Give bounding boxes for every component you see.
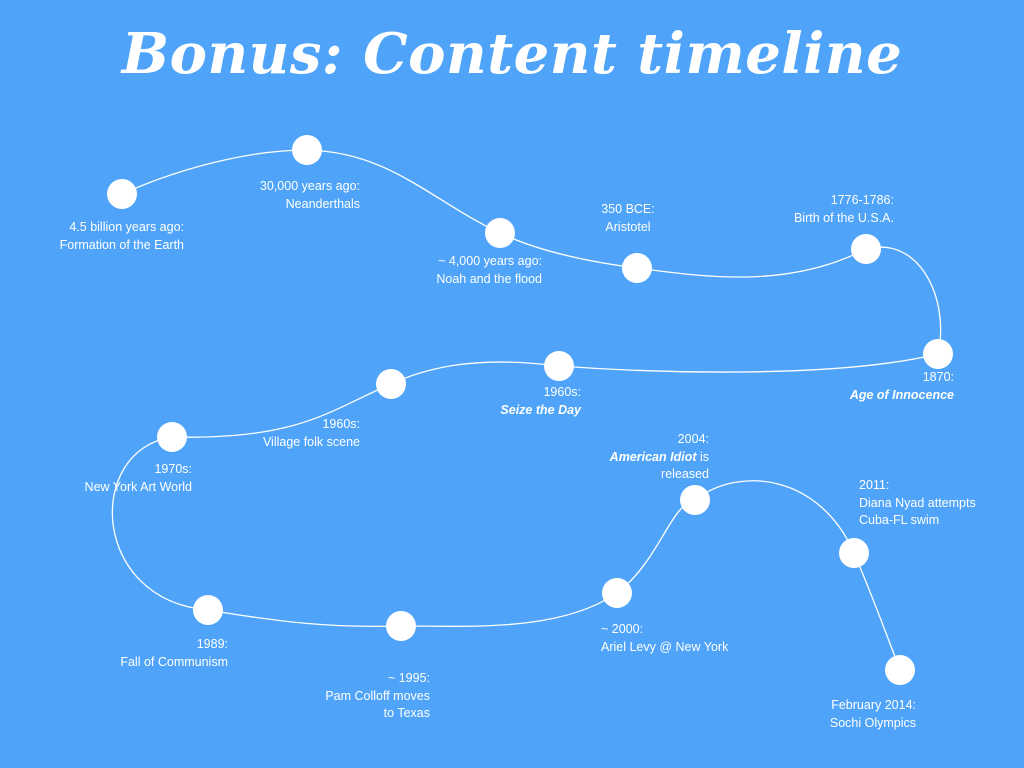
event-dot-art-world [157, 422, 187, 452]
event-dot-neanderthals [292, 135, 322, 165]
event-label-art-world: 1970s: New York Art World [84, 462, 192, 494]
event-dot-aristotel [622, 253, 652, 283]
event-label-noah: ~ 4,000 years ago: Noah and the flood [436, 254, 542, 286]
event-label-ariel-levy: ~ 2000: Ariel Levy @ New York [601, 622, 729, 654]
event-dot-ariel-levy [602, 578, 632, 608]
event-dot-folk-scene [376, 369, 406, 399]
event-dot-sochi [885, 655, 915, 685]
slide-title: Bonus: Content timeline [121, 21, 903, 87]
event-dot-earth [107, 179, 137, 209]
event-dot-usa [851, 234, 881, 264]
event-dot-seize-the-day [544, 351, 574, 381]
event-label-american-idiot: 2004: American Idiot is released [609, 432, 709, 481]
event-label-seize-the-day: 1960s: Seize the Day [500, 385, 581, 417]
event-dot-nyad [839, 538, 869, 568]
event-label-neanderthals: 30,000 years ago: Neanderthals [259, 179, 360, 211]
event-dot-communism [193, 595, 223, 625]
event-label-earth: 4.5 billion years ago: Formation of the … [59, 220, 184, 252]
event-label-usa: 1776-1786: Birth of the U.S.A. [793, 193, 894, 225]
event-label-colloff: ~ 1995: Pam Colloff moves to Texas [325, 671, 430, 720]
event-dot-noah [485, 218, 515, 248]
event-dot-american-idiot [680, 485, 710, 515]
event-label-sochi: February 2014: Sochi Olympics [829, 698, 916, 730]
event-label-folk-scene: 1960s: Village folk scene [262, 417, 360, 449]
event-dot-colloff [386, 611, 416, 641]
event-label-aristotel: 350 BCE: Aristotel [601, 202, 655, 234]
event-label-nyad: 2011: Diana Nyad attempts Cuba-FL swim [859, 478, 976, 527]
event-label-age-of-innocence: 1870: Age of Innocence [849, 370, 954, 402]
event-label-communism: 1989: Fall of Communism [120, 637, 228, 669]
event-dot-age-of-innocence [923, 339, 953, 369]
